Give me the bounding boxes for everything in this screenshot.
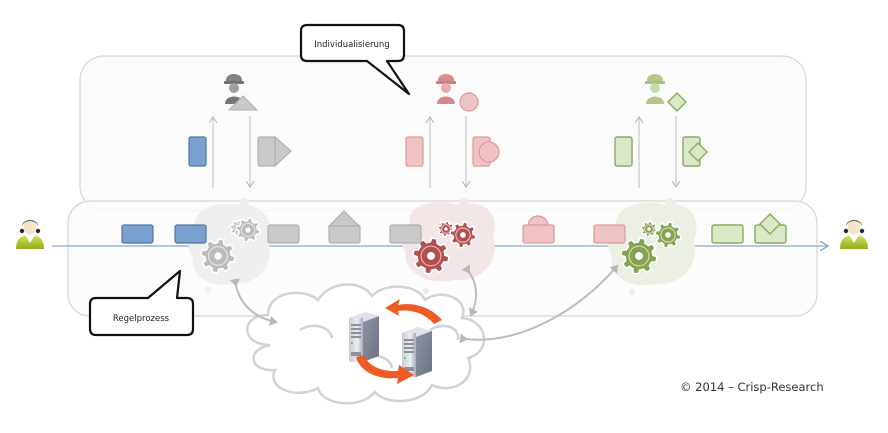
gears-icon xyxy=(620,220,682,275)
red-task xyxy=(593,224,626,244)
gear-icon xyxy=(449,221,477,249)
blue-task-vertical xyxy=(188,136,207,167)
gear-icon xyxy=(200,238,236,274)
gray-task-triangle xyxy=(327,210,361,244)
gray-task-pentagon xyxy=(257,135,292,168)
gear-icon xyxy=(412,237,450,275)
person-icon xyxy=(840,219,868,249)
gear-icon xyxy=(654,221,682,249)
gears-icon xyxy=(200,217,261,274)
red-task-vertical xyxy=(405,136,424,167)
individualization-arrows xyxy=(213,116,676,188)
circle-shape xyxy=(459,92,479,112)
blue-task xyxy=(174,224,207,244)
sync-arrows-icon xyxy=(356,299,442,384)
server-icon xyxy=(402,327,432,377)
diamond-shape xyxy=(667,92,687,112)
arrow-gray-to-cloud xyxy=(229,278,278,326)
callout-regelprozess: Regelprozess xyxy=(88,269,195,337)
gear-icon xyxy=(235,217,261,243)
callout-label: Regelprozess xyxy=(113,314,170,324)
cloud-connection-arrows xyxy=(229,264,619,344)
triangle-shape xyxy=(227,95,259,111)
blue-task xyxy=(121,224,154,244)
gears-icon xyxy=(412,220,477,275)
green-task-diamond xyxy=(754,213,787,244)
arrow-green-to-cloud xyxy=(459,264,619,344)
worker-icon xyxy=(645,74,665,104)
green-task xyxy=(711,224,744,244)
gray-task xyxy=(389,224,422,244)
callout-individualisierung: Individualisierung xyxy=(299,23,411,96)
green-task-diamond xyxy=(682,136,708,167)
callout-label: Individualisierung xyxy=(314,40,389,50)
sync-arrow-top xyxy=(385,299,442,324)
gear-icon xyxy=(620,237,658,275)
copyright-text: © 2014 – Crisp-Research xyxy=(680,380,824,394)
server-icon xyxy=(349,312,379,362)
gear-icon xyxy=(640,220,658,238)
worker-icon xyxy=(436,74,456,104)
sync-arrow-bottom xyxy=(356,355,414,384)
gray-task xyxy=(267,224,300,244)
person-icon xyxy=(16,219,44,249)
red-task-circle xyxy=(472,136,500,167)
green-task-vertical xyxy=(614,136,633,167)
red-task-circle xyxy=(522,215,555,244)
